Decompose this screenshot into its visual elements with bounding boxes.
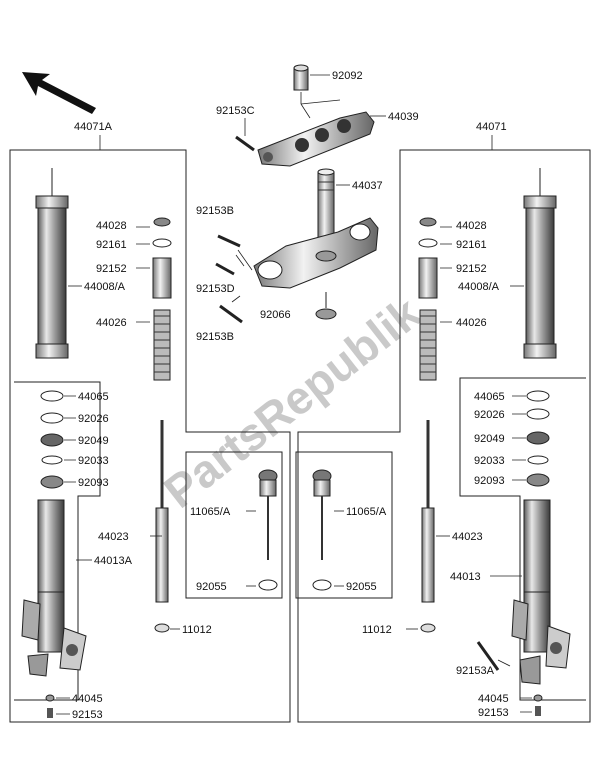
left-cartridge-assy	[258, 469, 278, 560]
left-cartridge-o-ring	[258, 579, 278, 591]
left-washer	[40, 412, 64, 424]
left-damper-rod	[155, 420, 169, 603]
label-left-92055: 92055	[196, 581, 227, 593]
right-cartridge-o-ring	[312, 579, 332, 591]
label-left-92161: 92161	[96, 239, 127, 251]
left-cap-seal	[153, 217, 171, 227]
left-dust-seal	[40, 390, 64, 402]
right-o-ring	[418, 238, 438, 248]
label-left-44013A: 44013A	[94, 555, 133, 567]
label-right-92152: 92152	[456, 263, 487, 275]
label-left-92026: 92026	[78, 413, 109, 425]
label-left-92153: 92153	[72, 709, 103, 721]
right-axle-clamp-bolt	[476, 641, 500, 671]
left-bush-ring	[40, 475, 64, 489]
label-right-92153: 92153	[478, 707, 509, 719]
lower-triple-clamp	[253, 217, 379, 289]
label-right-92153A: 92153A	[456, 665, 495, 677]
label-left-44026: 44026	[96, 317, 127, 329]
right-spring	[419, 309, 437, 381]
label-92153B-upper: 92153B	[196, 205, 234, 217]
label-92153C: 92153C	[216, 105, 255, 117]
stem-seal	[315, 292, 337, 320]
right-cartridge-assy	[312, 469, 332, 560]
left-spacer	[152, 257, 172, 299]
right-washer	[526, 408, 550, 420]
left-washer-small	[45, 694, 55, 702]
direction-arrow-icon	[22, 72, 96, 114]
right-fork-frame	[297, 149, 591, 723]
upper-triple-clamp	[257, 111, 375, 167]
label-right-11012: 11012	[362, 624, 392, 636]
label-44039: 44039	[388, 111, 419, 123]
right-damper-rod	[421, 420, 435, 603]
label-92153B-lower: 92153B	[196, 331, 234, 343]
left-outer-tube	[35, 168, 69, 359]
right-seal-subframe	[459, 377, 586, 701]
left-inner-tube	[37, 499, 65, 593]
right-clip	[527, 455, 549, 465]
watermark: PartsRepublik	[154, 286, 430, 518]
left-oil-seal	[40, 433, 64, 447]
right-cartridge-frame	[295, 451, 393, 599]
label-92066: 92066	[260, 309, 291, 321]
clamp-bolt-d	[215, 262, 235, 276]
label-right-44045: 44045	[478, 693, 509, 705]
label-right-44065: 44065	[474, 391, 505, 403]
label-right-44028: 44028	[456, 220, 487, 232]
label-left-92033: 92033	[78, 455, 109, 467]
left-cartridge-frame	[185, 451, 283, 599]
label-left-11065A: 11065/A	[190, 506, 231, 518]
steering-stem-cap	[293, 64, 309, 91]
label-right-44026: 44026	[456, 317, 487, 329]
left-o-ring	[152, 238, 172, 248]
left-bottom-bolt	[47, 708, 53, 718]
right-oil-seal	[526, 431, 550, 445]
label-right-92026: 92026	[474, 409, 505, 421]
label-left-11012: 11012	[182, 624, 212, 636]
label-left-92049: 92049	[78, 435, 109, 447]
left-clip	[41, 455, 63, 465]
label-left-92093: 92093	[78, 477, 109, 489]
left-spring	[153, 309, 171, 381]
left-seal-subframe	[14, 381, 101, 701]
left-fork-frame	[9, 149, 291, 723]
right-axle-bracket	[511, 591, 571, 685]
label-right-11065A: 11065/A	[346, 506, 387, 518]
right-inner-tube	[523, 499, 551, 593]
left-axle-bracket	[21, 591, 87, 677]
left-bushing	[154, 623, 170, 633]
label-44037: 44037	[352, 180, 383, 192]
right-outer-tube	[523, 168, 557, 359]
label-left-44045: 44045	[72, 693, 103, 705]
label-right-44023: 44023	[452, 531, 483, 543]
label-92153D: 92153D	[196, 283, 235, 295]
right-dust-seal	[526, 390, 550, 402]
right-cap-seal	[419, 217, 437, 227]
label-44071: 44071	[476, 121, 507, 133]
right-bottom-bolt	[535, 706, 541, 716]
label-left-44008A: 44008/A	[84, 281, 126, 293]
label-right-92093: 92093	[474, 475, 505, 487]
right-bushing	[420, 623, 436, 633]
label-left-44023: 44023	[98, 531, 129, 543]
label-left-92152: 92152	[96, 263, 127, 275]
clamp-bolt-b-upper	[217, 234, 241, 248]
label-right-44008A: 44008/A	[458, 281, 500, 293]
label-44071A: 44071A	[74, 121, 113, 133]
label-left-44028: 44028	[96, 220, 127, 232]
label-right-92033: 92033	[474, 455, 505, 467]
right-bush-ring	[526, 473, 550, 487]
right-spacer	[418, 257, 438, 299]
label-right-92161: 92161	[456, 239, 487, 251]
label-left-44065: 44065	[78, 391, 109, 403]
right-washer-small	[533, 694, 543, 702]
label-right-92049: 92049	[474, 433, 505, 445]
clamp-bolt-b-lower	[219, 304, 243, 324]
label-right-44013: 44013	[450, 571, 481, 583]
clamp-bolt-c	[235, 135, 255, 152]
label-right-92055: 92055	[346, 581, 377, 593]
label-92092: 92092	[332, 70, 363, 82]
